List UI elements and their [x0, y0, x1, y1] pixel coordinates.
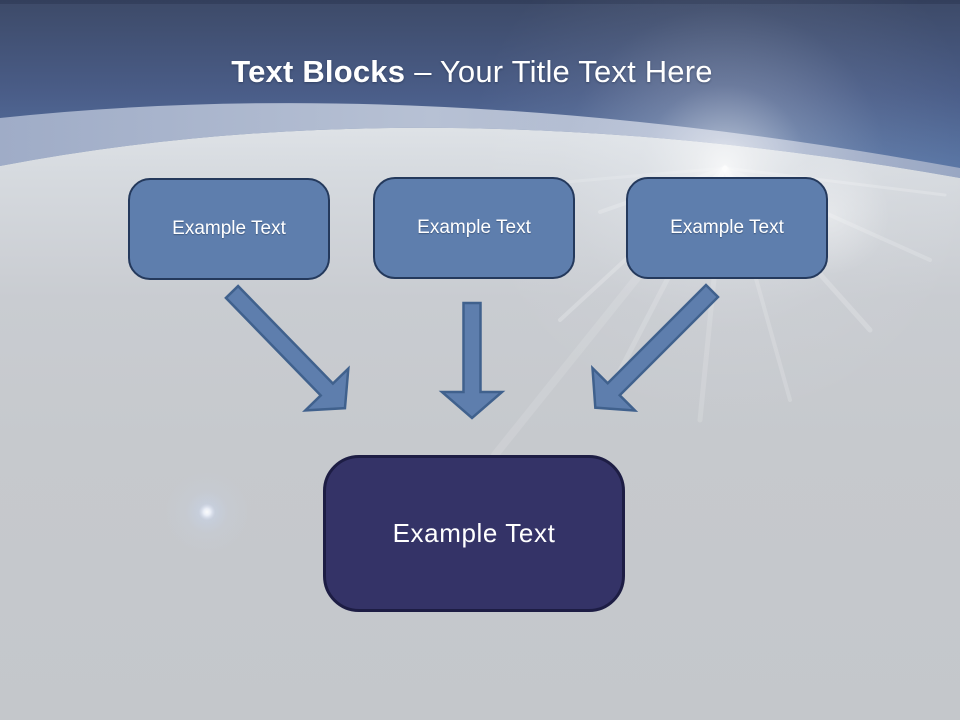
slide-title-bold: Text Blocks [231, 54, 406, 89]
text-block-1-label: Example Text [172, 218, 286, 239]
slide-title: Text Blocks– Your Title Text Here [0, 52, 944, 92]
top-edge-shade [0, 0, 960, 4]
star-flare [165, 470, 249, 554]
text-block-1: Example Text [128, 178, 330, 280]
slide-title-rest: – Your Title Text Here [414, 54, 713, 89]
text-block-3: Example Text [626, 177, 828, 279]
summary-block-label: Example Text [392, 518, 556, 548]
text-block-2-label: Example Text [417, 217, 531, 238]
text-block-3-label: Example Text [670, 217, 784, 238]
summary-block: Example Text [323, 455, 625, 612]
curve-band [0, 103, 960, 178]
text-block-2: Example Text [373, 177, 575, 279]
